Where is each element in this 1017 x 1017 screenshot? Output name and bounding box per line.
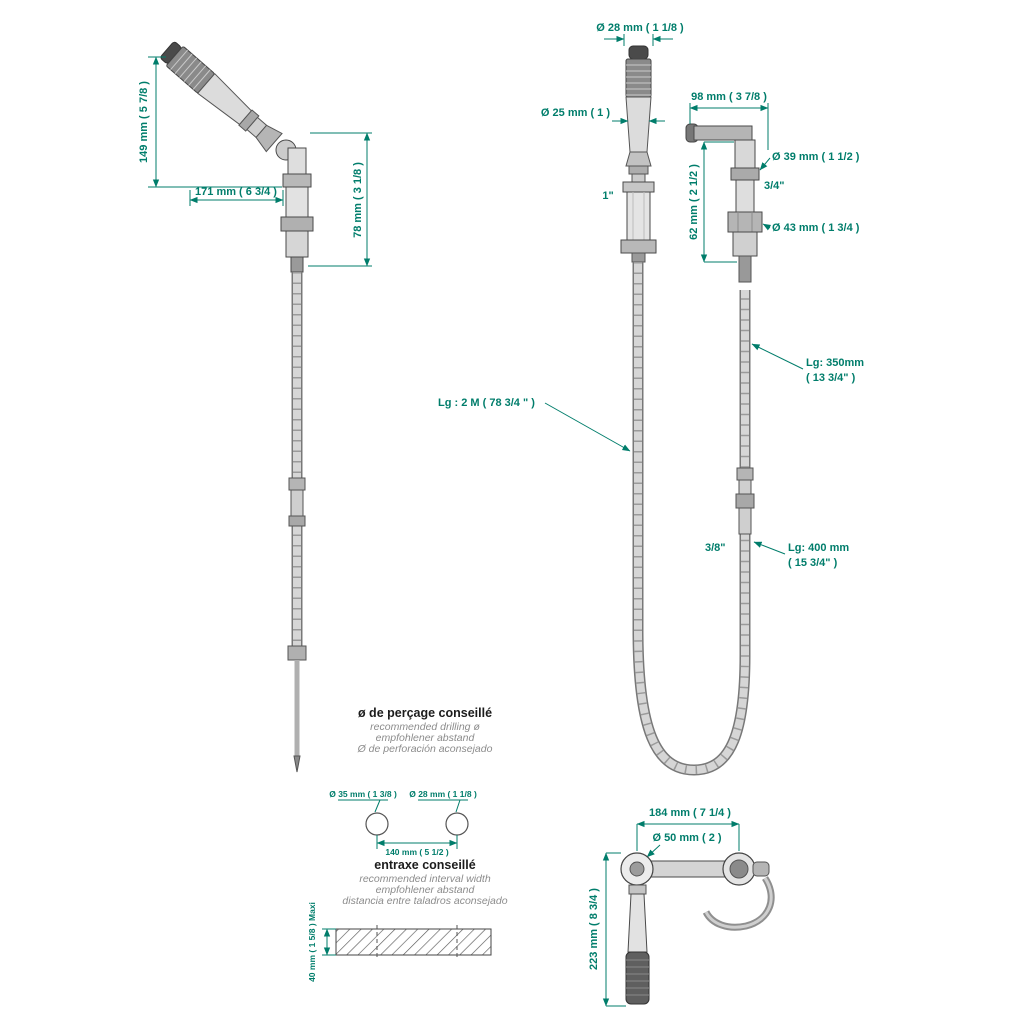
spout-body xyxy=(685,123,763,283)
side-view-handshower xyxy=(160,41,283,153)
drilling-note-es: Ø de perforación aconsejado xyxy=(357,743,493,755)
dim-base-diameter-label: Ø 43 mm ( 1 3/4 ) xyxy=(772,222,860,234)
hose-400-leader xyxy=(753,541,786,555)
drilling-note-title: ø de perçage conseillé xyxy=(358,706,492,720)
thread-38in-label: 3/8" xyxy=(705,542,726,554)
deck-section xyxy=(335,925,492,959)
hose-350-label-line2: ( 13 3/4" ) xyxy=(806,372,856,384)
dim-184mm xyxy=(636,820,740,851)
spacing-note-en: recommended interval width xyxy=(359,873,490,885)
hole-label-leaders xyxy=(338,799,468,813)
dim-171mm-label: 171 mm ( 6 3/4 ) xyxy=(195,186,277,198)
dim-140mm-label: 140 mm ( 5 1/2 ) xyxy=(385,847,448,857)
front-view-handshower xyxy=(620,45,657,263)
hole-left-diameter-label: Ø 35 mm ( 1 3/8 ) xyxy=(329,789,397,799)
dim-spout-reach-label: 98 mm ( 3 7/8 ) xyxy=(691,91,767,103)
dim-head-diameter xyxy=(604,34,673,46)
dim-spout-diameter-label: Ø 39 mm ( 1 1/2 ) xyxy=(772,151,860,163)
dim-spout-diameter-leader xyxy=(759,157,771,171)
spacing-note-de: empfohlener abstand xyxy=(376,884,476,896)
hose-400-label-line2: ( 15 3/4" ) xyxy=(788,557,838,569)
installed-fixture xyxy=(620,852,775,1005)
dim-184mm-label: 184 mm ( 7 1/4 ) xyxy=(649,807,731,819)
hose-350-leader xyxy=(751,343,804,370)
dim-149mm-label: 149 mm ( 5 7/8 ) xyxy=(138,81,150,163)
side-view-body xyxy=(275,139,314,273)
dim-40mm xyxy=(322,928,336,956)
spacing-note-title: entraxe conseillé xyxy=(374,858,475,872)
hose-350-label-line1: Lg: 350mm xyxy=(806,357,864,369)
dim-223mm xyxy=(602,852,626,1007)
drill-hole-left xyxy=(365,812,389,836)
dim-40mm-label: 40 mm ( 1 5/8 ) Maxi xyxy=(307,902,317,982)
drill-hole-right xyxy=(445,812,469,836)
thread-34in-label: 3/4" xyxy=(764,180,785,192)
dim-223mm-label: 223 mm ( 8 3/4 ) xyxy=(588,888,600,970)
hose-2m xyxy=(632,262,755,776)
drilling-note-de: empfohlener abstand xyxy=(376,732,476,744)
dim-78mm-label: 78 mm ( 3 1/8 ) xyxy=(352,162,364,238)
dim-149mm xyxy=(148,56,282,188)
spacing-note-es: distancia entre taladros aconsejado xyxy=(342,895,507,907)
dim-62mm-label: 62 mm ( 2 1/2 ) xyxy=(688,164,700,240)
drilling-note-en: recommended drilling ø xyxy=(370,721,480,733)
dim-base-diameter-leader xyxy=(762,223,772,231)
dim-171mm xyxy=(189,190,284,206)
dim-spout-reach xyxy=(689,103,769,150)
side-view-hose xyxy=(287,272,307,773)
dim-78mm xyxy=(308,132,372,267)
dim-50mm-leader xyxy=(646,844,661,858)
thread-1in-label: 1" xyxy=(602,190,613,202)
hose-2m-label: Lg : 2 M ( 78 3/4 " ) xyxy=(438,397,535,409)
dim-head-diameter-label: Ø 28 mm ( 1 1/8 ) xyxy=(596,22,684,34)
dim-140mm xyxy=(376,835,458,849)
dim-62mm xyxy=(700,141,737,263)
hose-2m-leader xyxy=(544,402,631,452)
dim-50mm-label: Ø 50 mm ( 2 ) xyxy=(652,832,721,844)
dim-handle-diameter-label: Ø 25 mm ( 1 ) xyxy=(541,107,610,119)
hose-400-label-line1: Lg: 400 mm xyxy=(788,542,849,554)
hole-right-diameter-label: Ø 28 mm ( 1 1/8 ) xyxy=(409,789,477,799)
